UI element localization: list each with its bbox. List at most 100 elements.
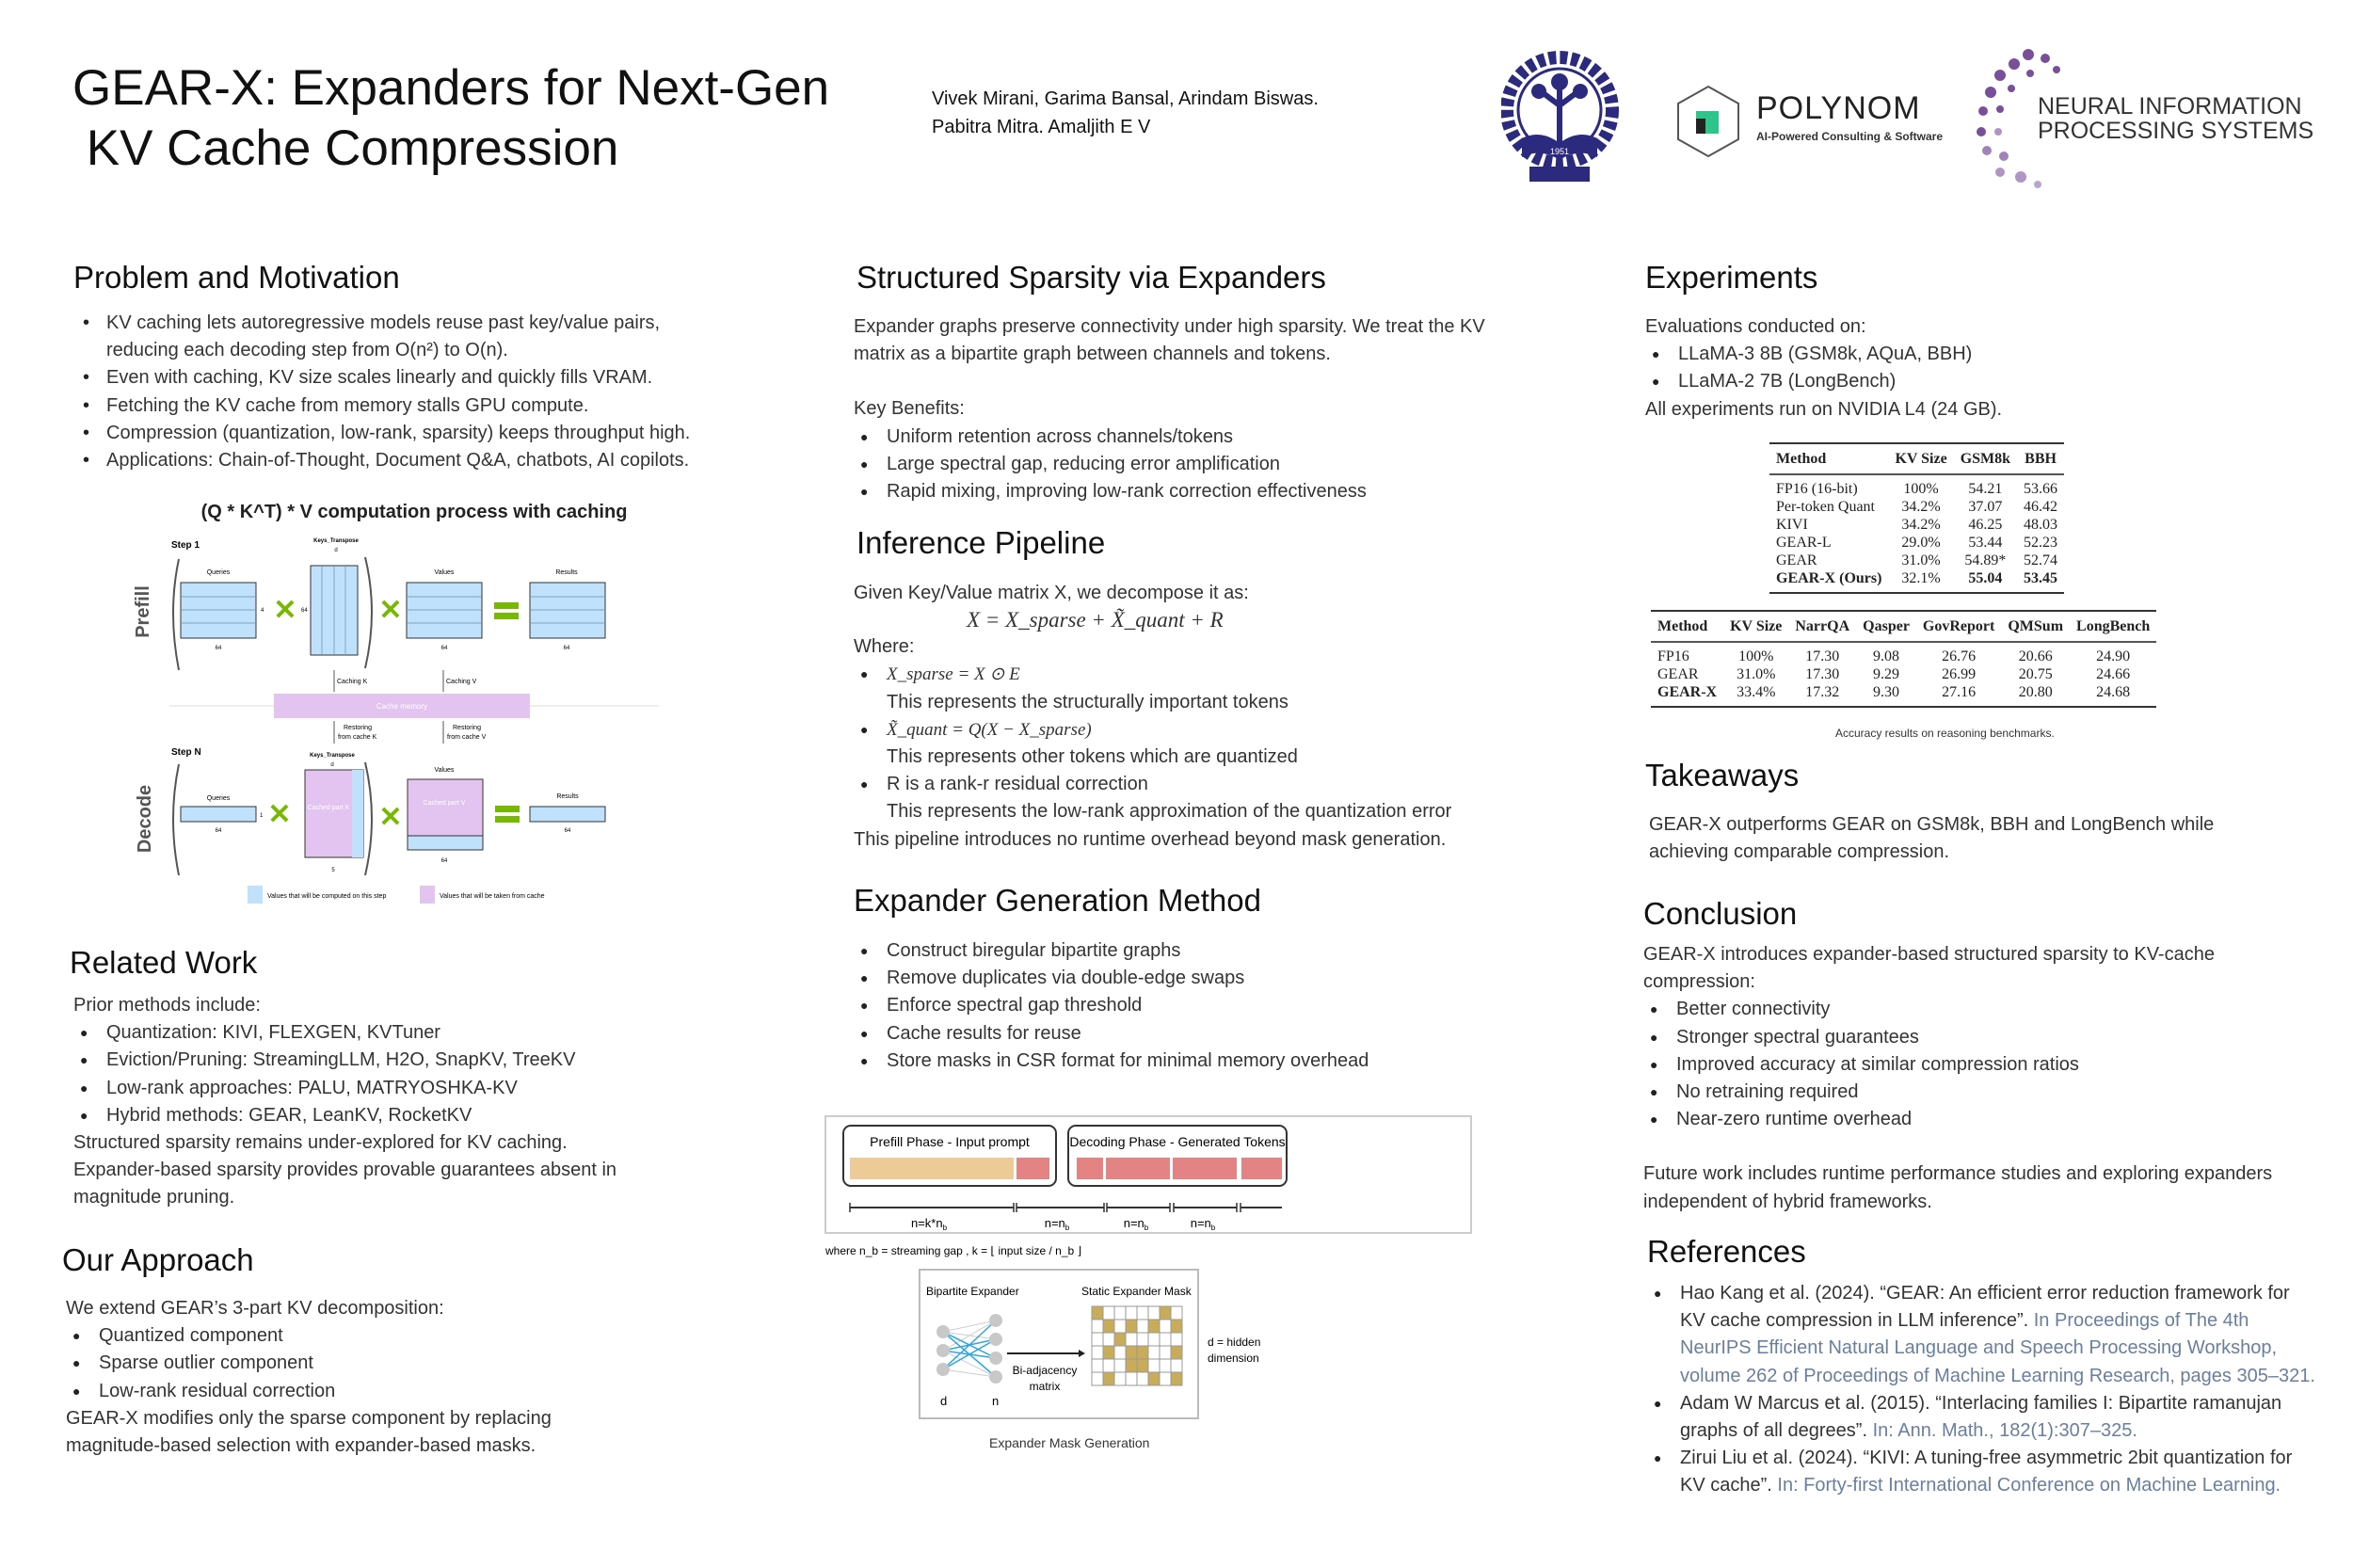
mask-cell	[1102, 1371, 1115, 1386]
label: Cached part V	[424, 800, 466, 807]
table-cell: 52.23	[2024, 535, 2058, 551]
mask-cell	[1147, 1319, 1160, 1334]
pipeline-outro: This pipeline introduces no runtime over…	[854, 828, 1447, 850]
multiply-icon: ✕	[378, 802, 402, 833]
list-item: Large spectral gap, reducing error ampli…	[854, 451, 1503, 478]
mask-cell	[1091, 1345, 1104, 1360]
references-list: Hao Kang et al. (2024). “GEAR: An effici…	[1647, 1280, 2315, 1500]
polynom-name: POLYNOM	[1756, 90, 1921, 126]
mask-cell	[1102, 1332, 1115, 1347]
takeaways-text: GEAR-X outperforms GEAR on GSM8k, BBH an…	[1649, 814, 2215, 863]
table-cell: 20.80	[2018, 684, 2053, 700]
mask-cell	[1159, 1358, 1172, 1373]
column-header: Method	[1657, 618, 1708, 634]
table-cell: 55.04	[1968, 570, 2003, 586]
dim: 4	[261, 608, 264, 614]
neurips-line-2: PROCESSING SYSTEMS	[2038, 118, 2314, 144]
seg-text: n=n	[1045, 1216, 1065, 1230]
polynom-tagline: AI-Powered Consulting & Software	[1756, 130, 1944, 143]
mask-cell	[1170, 1358, 1183, 1373]
list-item: Stronger spectral guarantees	[1643, 1024, 2302, 1051]
pipeline-intro: Given Key/Value matrix X, we decompose i…	[854, 583, 1249, 603]
table-cell: 48.03	[2024, 517, 2058, 533]
conclusion-heading: Conclusion	[1643, 896, 1798, 931]
table-cell: GEAR	[1657, 666, 1699, 682]
where-label: Where:	[854, 636, 915, 658]
polynom-cube-icon	[1677, 85, 1739, 158]
label: Restoring	[453, 725, 481, 731]
equation-sparse: X_sparse = X ⊙ E	[887, 664, 1020, 685]
dim: 64	[565, 828, 571, 834]
mask-cell	[1091, 1332, 1104, 1347]
hidden-dim-label: dimension	[1208, 1352, 1259, 1365]
column-header: Qasper	[1863, 618, 1910, 634]
table-cell: 20.75	[2018, 666, 2053, 682]
mask-cell	[1159, 1305, 1172, 1320]
mask-cell	[1136, 1305, 1149, 1320]
table-cell: GEAR-X (Ours)	[1776, 570, 1882, 586]
table-cell: 53.66	[2024, 481, 2058, 497]
table-cell: GEAR	[1776, 552, 1817, 568]
table-cell: 26.76	[1942, 648, 1977, 664]
table-cell: 31.0%	[1901, 552, 1941, 568]
d-label: d	[940, 1394, 947, 1408]
list-item-desc: This represents other tokens which are q…	[854, 744, 1513, 771]
table-cell: Per-token Quant	[1776, 499, 1875, 515]
list-item: LLaMA-3 8B (GSM8k, AQuA, BBH)	[1645, 341, 2304, 368]
label: Values	[435, 767, 455, 774]
mask-cell	[1102, 1358, 1115, 1373]
table-cell: 46.42	[2024, 499, 2058, 515]
mask-label: Static Expander Mask	[1081, 1285, 1193, 1298]
label: Queries	[207, 795, 231, 802]
hidden-dim-label: d = hidden	[1208, 1336, 1260, 1349]
mask-cell	[1147, 1345, 1160, 1360]
ref-venue: In: Ann. Math., 182(1):307–325.	[1872, 1420, 2137, 1442]
seg-sub: b	[943, 1224, 948, 1232]
figure-title: (Q * K^T) * V computation process with c…	[201, 502, 628, 522]
table-cell: 24.90	[2096, 648, 2131, 664]
list-item: Improved accuracy at similar compression…	[1643, 1051, 2302, 1079]
list-item: Hybrid methods: GEAR, LeanKV, RocketKV	[73, 1102, 685, 1129]
main-equation: X = X_sparse + X̃_quant + R	[854, 607, 1513, 633]
streaming-gap-figure: Prefill Phase - Input prompt Decoding Ph…	[824, 1115, 1472, 1257]
seg-sub: b	[1144, 1224, 1149, 1232]
label: Results	[556, 793, 579, 800]
table-cell: 33.4%	[1737, 684, 1776, 700]
list-item: Quantized component	[66, 1322, 593, 1350]
mask-cell	[1102, 1305, 1115, 1320]
arrow-icon	[1079, 1350, 1085, 1357]
n-label: n	[992, 1394, 999, 1408]
mask-cell	[1136, 1371, 1149, 1386]
authors: Vivek Mirani, Garima Bansal, Arindam Bis…	[932, 85, 1319, 141]
column-header: NarrQA	[1795, 618, 1850, 634]
related-body: Prior methods include: Quantization: KIV…	[73, 992, 685, 1212]
takeaways-heading: Takeaways	[1645, 758, 1800, 792]
mask-cell	[1159, 1371, 1172, 1386]
seg-sub: b	[1211, 1224, 1216, 1232]
segment-label: n=nb	[1191, 1216, 1216, 1232]
list-item: No retraining required	[1643, 1079, 2302, 1106]
mask-cell	[1136, 1319, 1149, 1334]
iit-logo: 1951	[1501, 51, 1619, 182]
related-text: Structured sparsity remains under-explor…	[73, 1132, 568, 1154]
seg-text: n=n	[1191, 1216, 1211, 1230]
list-item: Rapid mixing, improving low-rank correct…	[854, 478, 1503, 505]
experiments-heading: Experiments	[1645, 260, 1818, 295]
list-item: Low-rank approaches: PALU, MATRYOSHKA-KV	[73, 1075, 685, 1102]
label: Keys_Transpose	[313, 538, 359, 544]
mask-cell	[1102, 1319, 1115, 1334]
label: Results	[555, 569, 578, 576]
mask-cell	[1091, 1358, 1104, 1373]
generation-list: Construct biregular bipartite graphs Rem…	[854, 937, 1503, 1075]
mask-cell	[1159, 1332, 1172, 1347]
figure-caption: Expander Mask Generation	[989, 1435, 1149, 1450]
expander-mask-figure: Bipartite Expander Static Expander Mask …	[919, 1269, 1260, 1450]
list-item: R is a rank-r residual correction	[854, 771, 1513, 798]
dim: d	[334, 548, 337, 553]
